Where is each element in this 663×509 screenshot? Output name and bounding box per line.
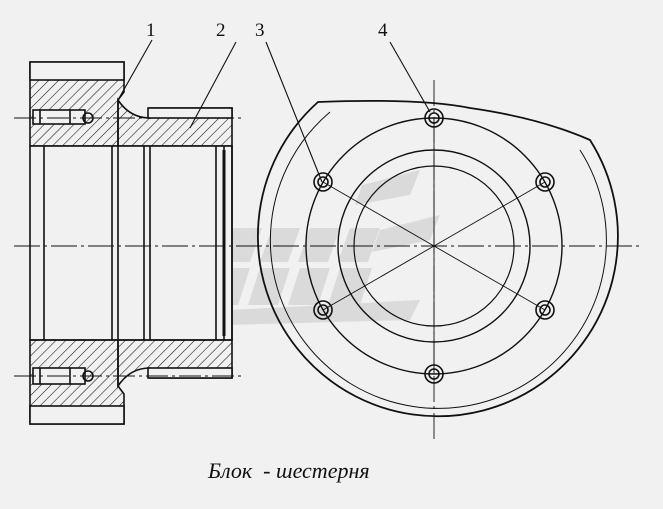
callout-4: 4 <box>378 20 388 41</box>
section-view <box>29 61 233 425</box>
bolt-hole-upper-right <box>535 172 555 192</box>
callout-3: 3 <box>255 20 265 41</box>
figure-caption: Блок - шестерня <box>207 458 370 483</box>
bolt-hole-upper-left <box>313 172 333 192</box>
gear-teeth-bottom <box>29 405 125 425</box>
gear-teeth-top <box>29 61 125 81</box>
bolt-hole-lower-left <box>313 300 333 320</box>
bolt-hole-top <box>424 108 444 128</box>
bolt-hole-bottom <box>424 364 444 384</box>
callout-1: 1 <box>146 20 156 41</box>
bolt-top <box>32 109 86 125</box>
callouts <box>117 39 431 183</box>
gear-outer-outline <box>257 99 619 418</box>
callout-2: 2 <box>216 20 226 41</box>
bolt-hole-lower-right <box>535 300 555 320</box>
end-view <box>257 99 619 418</box>
